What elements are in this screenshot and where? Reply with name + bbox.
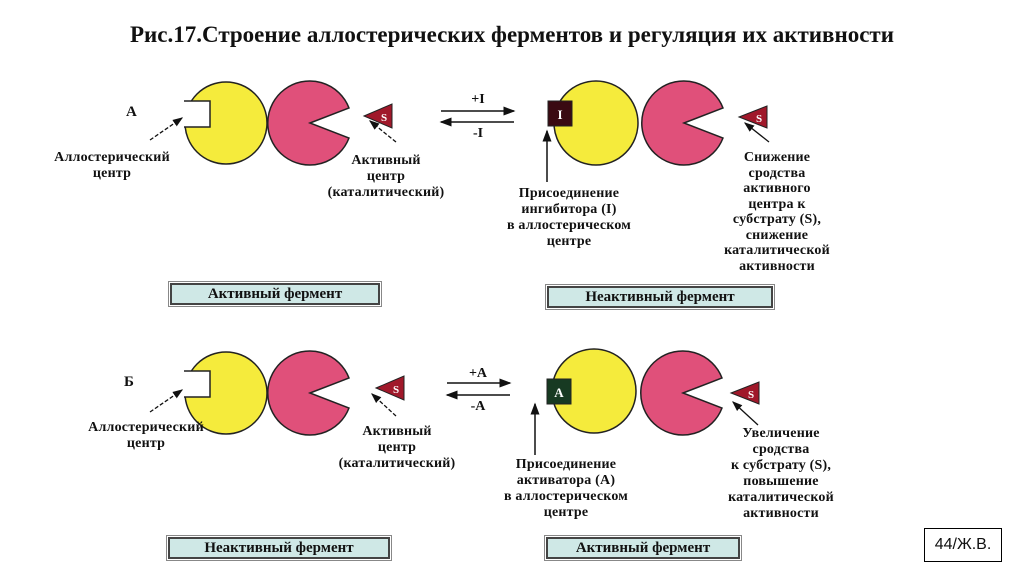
catalytic-subunit-a-right: [641, 80, 724, 166]
substrate-b-left: S: [374, 375, 405, 401]
panel-b-letter: Б: [124, 374, 134, 390]
state-box-b-right: Активный фермент: [544, 535, 742, 561]
catalytic-subunit-a-left: [267, 80, 350, 166]
slide-reference: 44/Ж.В.: [924, 528, 1002, 562]
slide-title: Рис.17.Строение аллостерических ферменто…: [130, 22, 894, 47]
svg-text:I: I: [557, 107, 562, 122]
reverse-label-b: -A: [470, 399, 486, 414]
forward-label-a: +I: [471, 92, 485, 107]
catalytic-subunit-b-left: [267, 350, 350, 436]
state-box-a-right: Неактивный фермент: [545, 284, 775, 310]
catalytic-subunit-b-right: [640, 350, 723, 436]
allosteric-subunit-a-free: [180, 81, 268, 165]
panel-a-letter: А: [126, 104, 137, 120]
inhibitor-block: I: [547, 100, 573, 127]
svg-text:A: A: [554, 385, 564, 400]
forward-label-b: +A: [468, 366, 488, 381]
svg-text:S: S: [381, 112, 387, 124]
reverse-label-a: -I: [472, 126, 484, 141]
allosteric-subunit-b-free: [180, 351, 268, 435]
substrate-a-left: S: [362, 103, 393, 129]
state-box-a-left: Активный фермент: [168, 281, 382, 307]
svg-text:S: S: [748, 389, 754, 401]
state-box-b-left: Неактивный фермент: [166, 535, 392, 561]
substrate-a-right: S: [737, 105, 768, 129]
svg-text:S: S: [756, 113, 762, 125]
activator-block: A: [546, 378, 572, 405]
substrate-b-right: S: [729, 381, 760, 405]
svg-text:S: S: [393, 384, 399, 396]
